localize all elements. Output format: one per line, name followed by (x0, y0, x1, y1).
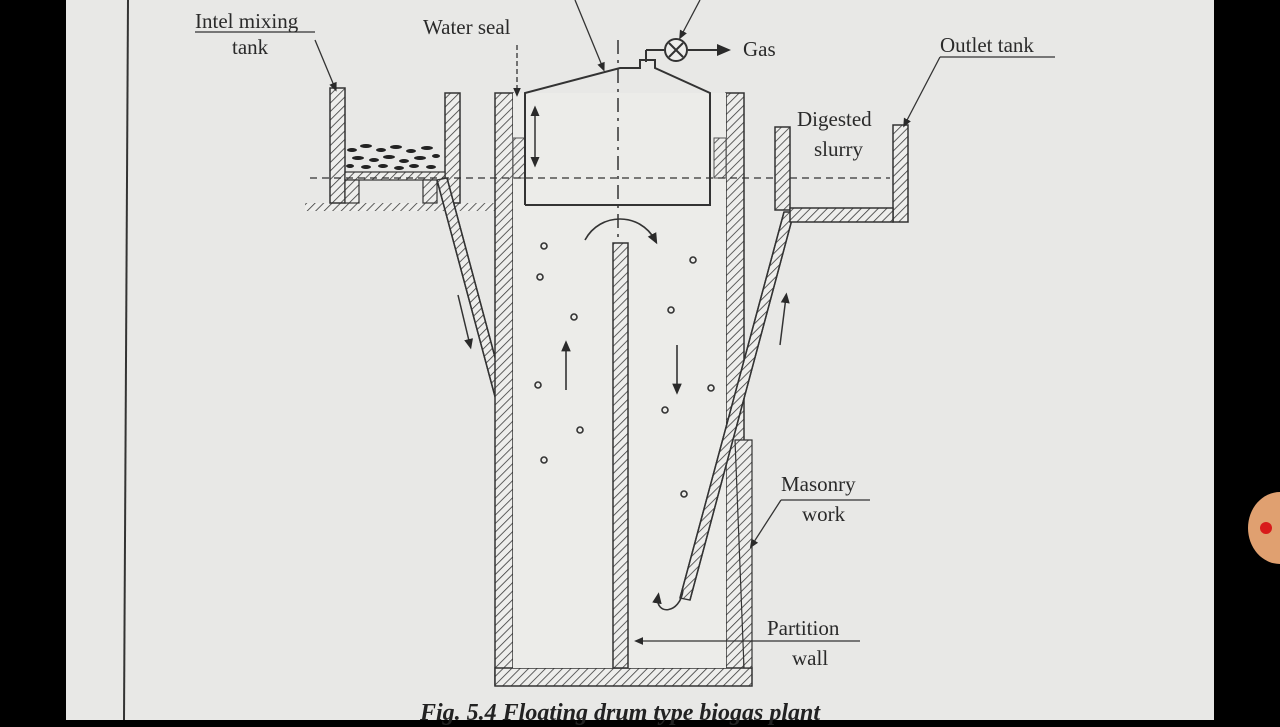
outlet-pipe-edge (679, 211, 785, 599)
label-partition-line2: wall (792, 646, 829, 670)
figure-caption: Fig. 5.4 Floating drum type biogas plant (420, 700, 821, 726)
inlet-tank-leg-2 (422, 179, 438, 204)
outlet-flow-curve (652, 589, 684, 611)
leader-drum (574, 0, 605, 72)
label-masonry-line2: work (802, 502, 846, 526)
leader-valve (679, 0, 701, 40)
label-digested-line1: Digested (797, 107, 872, 131)
label-gas: Gas (743, 37, 776, 61)
gas-bubbles (534, 242, 715, 498)
leader-masonry (749, 499, 782, 549)
label-digested-line2: slurry (814, 137, 863, 161)
outlet-pipe-edge-2 (689, 211, 795, 601)
label-partition-line1: Partition (767, 616, 840, 640)
leader-outlet (903, 56, 941, 128)
water-seal-right (713, 137, 727, 179)
digester-taper-right (734, 439, 753, 669)
label-outlet-tank: Outlet tank (940, 33, 1034, 57)
outlet-tank-wall-right (892, 124, 909, 223)
flow-arrow-outlet (779, 292, 790, 346)
gas-drum (524, 59, 711, 206)
inlet-tank-leg (344, 179, 360, 204)
circulation-arc (584, 218, 658, 245)
label-water-seal: Water seal (423, 15, 511, 39)
water-seal-left (512, 137, 526, 179)
flow-arrow-inlet (457, 294, 473, 350)
label-masonry-line1: Masonry (781, 472, 856, 496)
label-inlet-line1: Intel mixing (195, 9, 299, 33)
digester-floor (494, 667, 753, 687)
record-icon (1260, 522, 1272, 534)
ground-hatch-left (305, 203, 495, 211)
feed-material (346, 144, 440, 170)
outlet-tank-floor (789, 207, 894, 223)
inlet-tank-wall-left (329, 87, 346, 204)
margin-line (123, 0, 129, 720)
gas-valve-cross-2 (668, 42, 684, 58)
label-inlet-line2: tank (232, 35, 269, 59)
leader-inlet (314, 39, 337, 92)
outlet-tank-wall-left (774, 126, 791, 211)
digester-wall-left (494, 92, 514, 686)
partition-wall (612, 242, 629, 669)
inlet-tank-floor (344, 171, 446, 181)
